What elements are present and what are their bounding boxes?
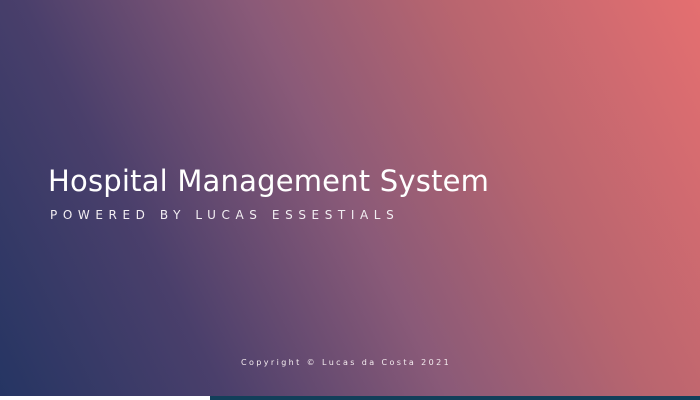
- app-title: Hospital Management System: [48, 164, 490, 198]
- loading-progress-fill: [0, 396, 210, 400]
- copyright-text: Copyright © Lucas da Costa 2021: [241, 358, 452, 367]
- app-subtitle: POWERED BY LUCAS ESSESTIALS: [50, 208, 400, 222]
- loading-progress-bar: [0, 396, 700, 400]
